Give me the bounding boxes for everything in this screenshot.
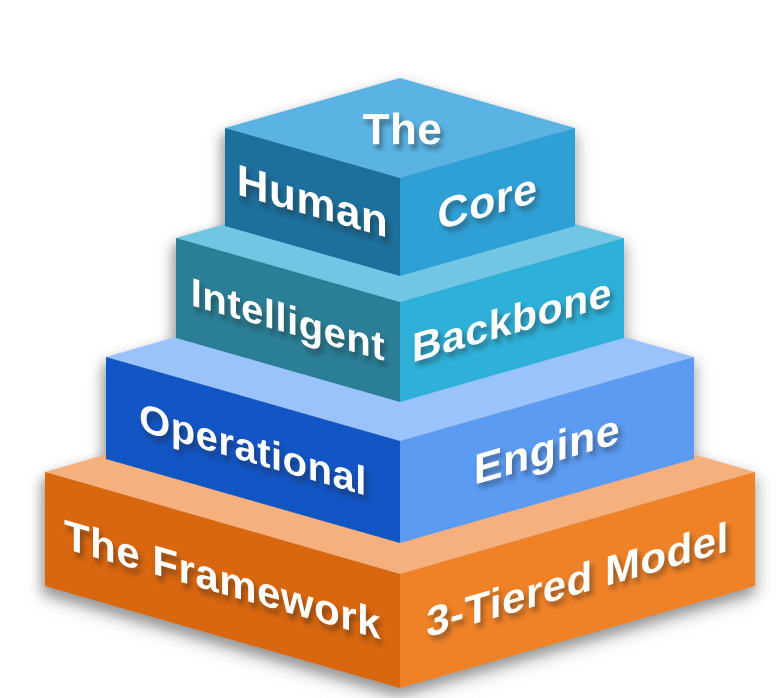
tier-core-right-face — [400, 128, 575, 276]
tier-backbone-right-face — [400, 238, 624, 402]
tier-backbone-left-face — [176, 238, 400, 402]
tier-framework-right-face — [400, 472, 755, 688]
tier-engine-left-face — [106, 357, 400, 543]
tier-framework-left-face — [45, 472, 400, 688]
tier-engine-right-face — [400, 357, 694, 543]
tier-core — [225, 78, 575, 276]
tier-core-left-face — [225, 128, 400, 276]
